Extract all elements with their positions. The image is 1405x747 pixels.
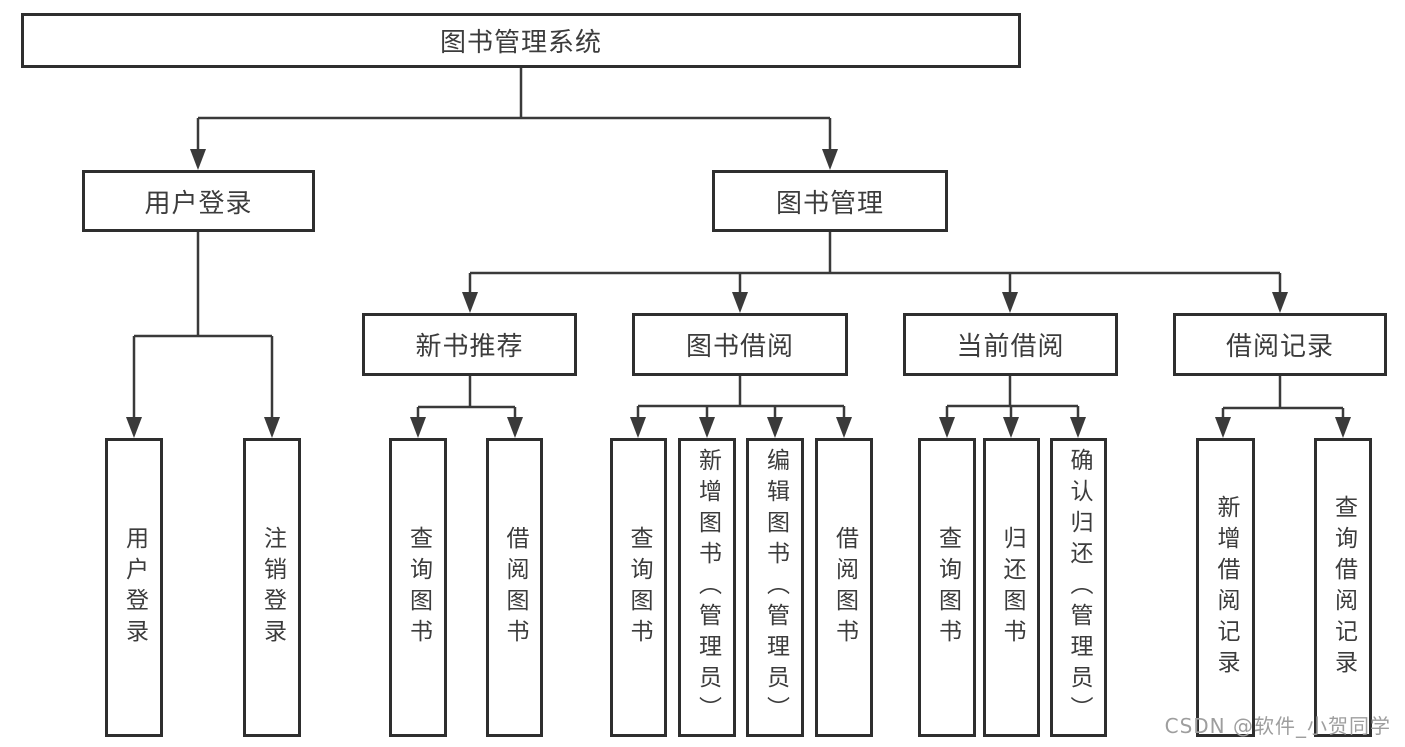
node-label: 新书推荐	[415, 332, 524, 362]
node-label: 用户登录	[121, 525, 148, 650]
leaf-confirm-return-admin: 确认归还（管理员）	[1050, 438, 1107, 737]
leaf-query-book-borrow: 查询图书	[610, 438, 667, 737]
leaf-user-login: 用户登录	[105, 438, 163, 737]
node-label: 查询借阅记录	[1330, 494, 1357, 681]
leaf-query-borrow-record: 查询借阅记录	[1314, 438, 1372, 737]
node-borrowing-records: 借阅记录	[1173, 313, 1387, 376]
node-label: 查询图书	[405, 525, 432, 650]
node-library-management-system: 图书管理系统	[21, 13, 1021, 68]
node-label: 确认归还（管理员）	[1066, 448, 1092, 727]
node-label: 新增图书（管理员）	[694, 448, 721, 727]
node-label: 当前借阅	[956, 332, 1065, 362]
leaf-edit-book-admin: 编辑图书（管理员）	[746, 438, 804, 737]
node-book-management: 图书管理	[712, 170, 948, 232]
node-label: 图书管理系统	[439, 28, 602, 58]
node-label: 借阅图书	[831, 525, 858, 650]
leaf-logout: 注销登录	[243, 438, 301, 737]
tree-branch-lines	[132, 68, 1345, 434]
node-label: 借阅记录	[1225, 332, 1334, 362]
leaf-add-book-admin: 新增图书（管理员）	[678, 438, 736, 737]
node-label: 借阅图书	[502, 525, 528, 650]
node-label: 图书管理	[775, 188, 884, 219]
node-current-borrowing: 当前借阅	[903, 313, 1118, 376]
node-new-book-recommend: 新书推荐	[362, 313, 577, 376]
node-user-login: 用户登录	[82, 170, 315, 232]
node-label: 图书借阅	[685, 332, 794, 362]
node-label: 查询图书	[626, 525, 652, 650]
csdn-watermark: CSDN @软件_小贺同学	[1164, 714, 1391, 738]
node-label: 编辑图书（管理员）	[762, 448, 789, 727]
node-label: 查询图书	[934, 525, 961, 650]
leaf-return-book: 归还图书	[983, 438, 1040, 737]
node-label: 用户登录	[144, 188, 253, 219]
leaf-add-borrow-record: 新增借阅记录	[1196, 438, 1255, 737]
node-book-borrowing: 图书借阅	[632, 313, 848, 376]
leaf-borrow-book: 借阅图书	[815, 438, 873, 737]
node-label: 注销登录	[259, 525, 286, 650]
leaf-query-book-current: 查询图书	[918, 438, 976, 737]
arrowheads	[126, 149, 1351, 438]
leaf-borrow-book-recommend: 借阅图书	[486, 438, 543, 737]
node-label: 归还图书	[999, 525, 1025, 650]
node-label: 新增借阅记录	[1213, 494, 1239, 681]
leaf-query-book-recommend: 查询图书	[389, 438, 447, 737]
